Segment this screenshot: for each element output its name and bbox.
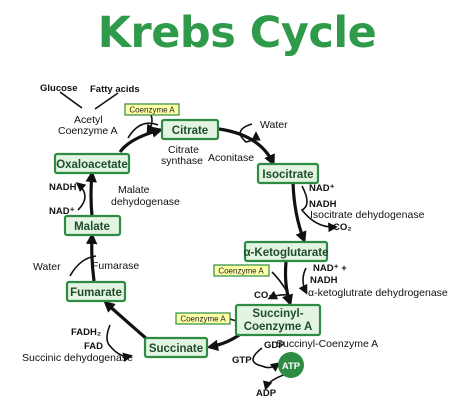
malate-dh-label-2: dehydogenase [111,196,180,208]
node-oxaloacetate: Oxaloacetate [53,152,131,175]
svg-text:Coenzyme A: Coenzyme A [218,267,264,276]
svg-text:Fumarate: Fumarate [70,287,122,299]
water-left-label: Water [33,261,61,273]
water-top-arrow [239,123,261,143]
fad-label: FAD [84,341,103,352]
co2-iso-label: CO₂ [333,222,351,233]
succinyl-coa-label: Succinyl-Coenzyme A [276,338,378,350]
node-isocitrate: Isocitrate [256,162,320,185]
fumarase-label: Fumarase [92,260,139,272]
atp-label: ATP [282,361,301,372]
co2-keto-label: CO₂ [254,290,272,301]
nad-iso-arrow [300,185,338,233]
svg-text:Coenzyme A: Coenzyme A [244,321,313,333]
nad-keto-arrow [298,267,308,295]
arrow-isocitrate-to-ketoglutarate [291,181,307,244]
coenzyme-a-tag-keto: Coenzyme A [213,264,270,277]
water-top-label: Water [260,119,288,131]
svg-text:Malate: Malate [74,221,110,233]
svg-text:Succinyl-: Succinyl- [252,308,303,320]
nad-keto-label: NAD⁺ + [313,263,347,274]
arrow-fumarate-to-malate [85,232,98,282]
aconitase-label: Aconitase [208,152,254,164]
arrow-succinate-to-fumarate [103,300,150,342]
coenzyme-a-out-arrow [146,114,156,135]
ketoglutarate-dh-label: α-ketoglutrate dehydrogenase [308,287,448,299]
fad-arrow [106,324,133,363]
gtp-label: GTP [232,355,252,366]
svg-text:Oxaloacetate: Oxaloacetate [56,159,128,171]
fadh2-label: FADH₂ [71,327,101,338]
svg-text:α-Ketoglutarate: α-Ketoglutarate [243,247,328,259]
node-citrate: Citrate [160,118,220,141]
nadh-keto-label: NADH [310,275,338,286]
node-fumarate: Fumarate [65,280,127,303]
node-ketoglutarate: α-Ketoglutarate [243,240,329,263]
citrate-synthase-label-1: Citrate [168,144,199,156]
node-malate: Malate [63,214,122,237]
node-succinyl-coa: Succinyl- Coenzyme A [234,303,322,337]
fatty-acids-arrow [94,92,119,110]
adp-label: ADP [256,388,277,399]
isocitrate-dh-label: Isocitrate dehydogenase [310,209,425,221]
nadh-malate-label: NADH [49,182,77,193]
arrow-oxaloacetate-to-citrate [118,126,164,153]
acetyl-label-2: Coenzyme A [58,125,118,137]
arrow-malate-to-oxaloacetate [85,170,97,217]
acetyl-label-1: Acetyl [74,114,103,126]
gdp-label: GDP [264,340,285,351]
svg-text:Citrate: Citrate [172,125,208,137]
nadh-iso-label: NADH [309,199,337,210]
nadh-malate-arrow [75,182,87,211]
malate-dh-label-1: Malate [118,184,150,196]
coenzyme-a-tag-top: Coenzyme A [124,103,180,116]
succinic-dh-label: Succinic dehydogenase [22,352,133,364]
coenzyme-a-tag-succinyl: Coenzyme A [175,312,231,325]
diagram-title: Krebs Cycle [97,8,377,58]
arrow-ketoglutarate-to-succinyl [281,261,293,307]
citrate-synthase-label-2: synthase [161,155,203,167]
water-left-arrow [69,255,97,277]
nad-malate-label: NAD⁺ [49,206,75,217]
svg-text:Succinate: Succinate [149,343,203,355]
glucose-arrow [59,91,83,109]
coenzyme-a-in-arrow [271,271,287,291]
glucose-label: Glucose [40,83,78,94]
svg-text:Coenzyme A: Coenzyme A [129,106,175,115]
svg-text:Isocitrate: Isocitrate [262,169,313,181]
co2-keto-arrow [267,290,289,300]
gdp-gtp-arrow [252,347,281,372]
svg-text:Coenzyme A: Coenzyme A [180,315,226,324]
node-succinate: Succinate [143,336,209,359]
atp-circle [278,352,304,378]
fatty-acids-label: Fatty acids [90,84,140,95]
nad-iso-label: NAD⁺ [309,183,335,194]
